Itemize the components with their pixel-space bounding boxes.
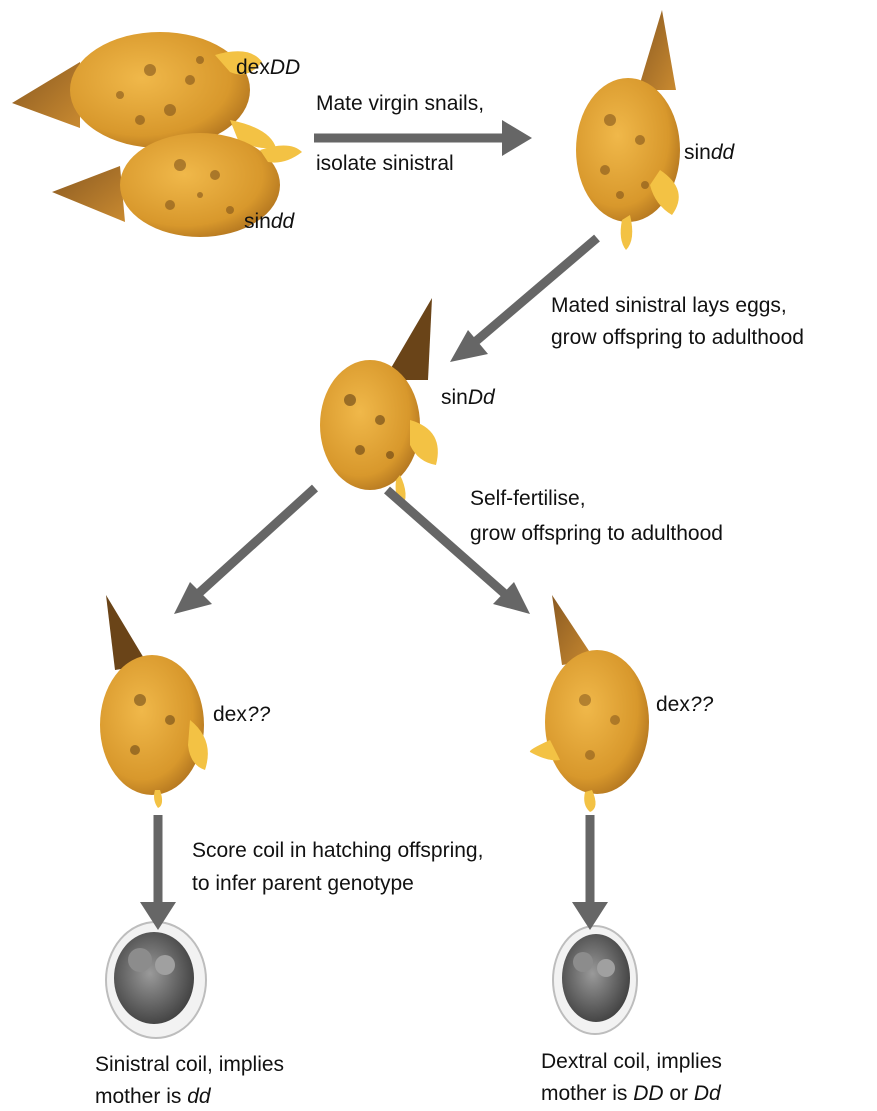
- label-genotype: ??: [247, 703, 270, 726]
- result-genotype: dd: [187, 1085, 210, 1108]
- snail-dex-left-icon: [100, 595, 208, 808]
- label-sindd-top: sindd: [244, 208, 294, 236]
- arrowhead-mate: [502, 120, 532, 156]
- snail-sinDd-icon: [320, 298, 438, 508]
- snail-sindd-right-icon: [576, 10, 680, 250]
- label-dexDD: dexDD: [236, 54, 300, 82]
- label-prefix: dex: [213, 703, 247, 726]
- result-left-line1: Sinistral coil, implies: [95, 1051, 284, 1079]
- step-lay-line2: grow offspring to adulthood: [551, 324, 804, 352]
- label-genotype: dd: [271, 210, 294, 233]
- snail-dexDD-icon: [12, 32, 276, 148]
- embryo-left-icon: [106, 922, 206, 1038]
- step-self-line2: grow offspring to adulthood: [470, 520, 723, 548]
- result-right-line2: mother is DD or Dd: [541, 1080, 721, 1108]
- result-left-line2: mother is dd: [95, 1083, 211, 1111]
- label-genotype: Dd: [468, 386, 495, 409]
- arrow-self-left: [198, 488, 315, 594]
- result-right-line1: Dextral coil, implies: [541, 1048, 722, 1076]
- label-sindd-right: sindd: [684, 139, 734, 167]
- label-genotype: dd: [711, 141, 734, 164]
- result-genotype-a: DD: [633, 1082, 663, 1105]
- result-conjunction: or: [664, 1082, 694, 1105]
- embryo-right-icon: [553, 926, 637, 1034]
- label-dex-right: dex??: [656, 691, 713, 719]
- snail-dex-right-icon: [530, 595, 649, 812]
- result-genotype-b: Dd: [694, 1082, 721, 1105]
- label-prefix: dex: [656, 693, 690, 716]
- step-mate-line1: Mate virgin snails,: [316, 90, 484, 118]
- step-score-line2: to infer parent genotype: [192, 870, 414, 898]
- label-prefix: dex: [236, 56, 270, 79]
- label-dex-left: dex??: [213, 701, 270, 729]
- step-score-line1: Score coil in hatching offspring,: [192, 837, 483, 865]
- step-mate-line2: isolate sinistral: [316, 150, 454, 178]
- label-genotype: ??: [690, 693, 713, 716]
- result-text: mother is: [541, 1082, 633, 1105]
- label-genotype: DD: [270, 56, 300, 79]
- step-self-line1: Self-fertilise,: [470, 485, 586, 513]
- label-prefix: sin: [244, 210, 271, 233]
- label-prefix: sin: [684, 141, 711, 164]
- label-prefix: sin: [441, 386, 468, 409]
- step-lay-line1: Mated sinistral lays eggs,: [551, 292, 787, 320]
- result-text: mother is: [95, 1085, 187, 1108]
- label-sinDd: sinDd: [441, 384, 495, 412]
